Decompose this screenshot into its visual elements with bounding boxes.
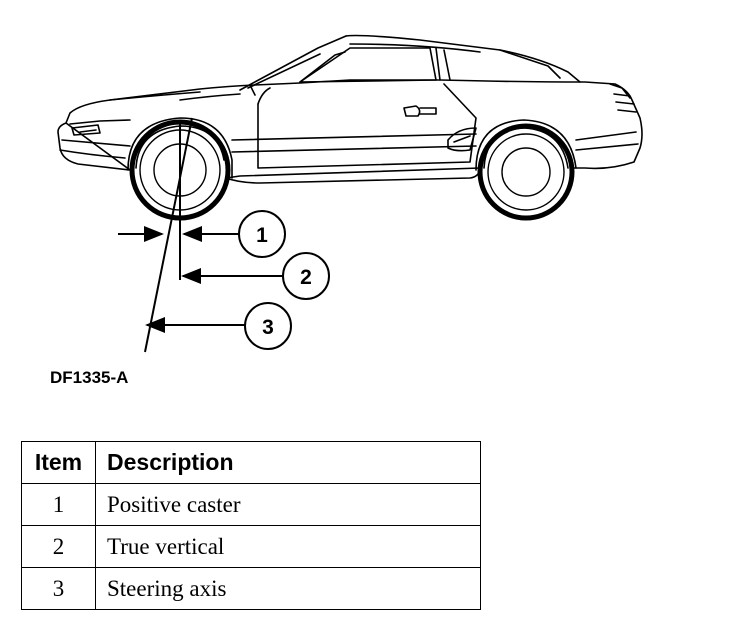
row-item: 1	[21, 483, 96, 526]
row-description: True vertical	[95, 525, 481, 568]
callout-2: 2	[282, 252, 330, 300]
rear-wheel	[477, 123, 575, 221]
callout-1: 1	[238, 210, 286, 258]
header-item: Item	[21, 441, 96, 484]
header-description: Description	[95, 441, 481, 484]
row-description: Steering axis	[95, 567, 481, 610]
steering-axis-line	[144, 117, 193, 353]
table-header-row: Item Description	[21, 441, 481, 484]
row-item: 3	[21, 567, 96, 610]
callout-2-label: 2	[300, 266, 312, 289]
callout-3: 3	[244, 302, 292, 350]
row-description: Positive caster	[95, 483, 481, 526]
table-row: 1 Positive caster	[21, 483, 481, 526]
row-item: 2	[21, 525, 96, 568]
table-row: 2 True vertical	[21, 525, 481, 568]
figure-id: DF1335-A	[50, 368, 129, 387]
convertible-car-illustration	[57, 34, 643, 184]
table-row: 3 Steering axis	[21, 567, 481, 610]
callout-3-label: 3	[262, 316, 274, 339]
legend-table: Item Description 1 Positive caster 2 Tru…	[21, 441, 481, 610]
callout-1-label: 1	[256, 224, 268, 247]
caster-diagram: 1 2 3	[57, 34, 643, 353]
